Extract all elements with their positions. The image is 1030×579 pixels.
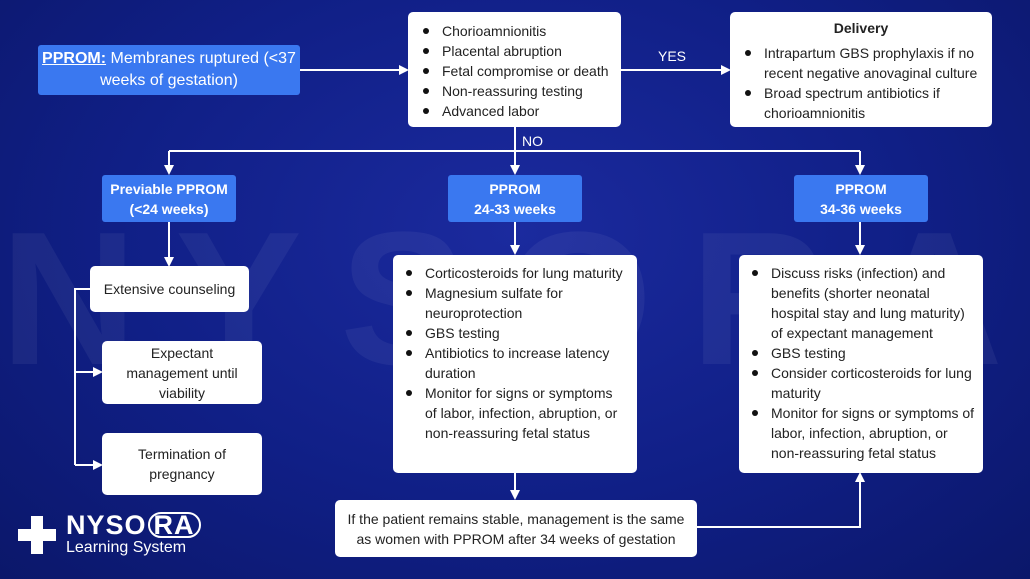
late-management-item: GBS testing	[752, 343, 975, 363]
pprom-box: PPROM: Membranes ruptured (<37 weeks of …	[38, 45, 300, 95]
arrow-stable-to-late-mgmt	[697, 472, 865, 528]
late-pprom-line2: 34-36 weeks	[820, 200, 902, 217]
mid-management-item: Antibiotics to increase latency duration	[406, 343, 627, 383]
delivery-title: Delivery	[833, 20, 889, 36]
mid-pprom-line1: PPROM	[489, 180, 541, 197]
late-management-item: Consider corticosteroids for lung maturi…	[752, 363, 975, 403]
late-management-box: Discuss risks (infection) and benefits (…	[739, 255, 983, 473]
mid-management-item: GBS testing	[406, 323, 627, 343]
delivery-item: Intrapartum GBS prophylaxis if no recent…	[745, 43, 982, 83]
mid-management-item: Corticosteroids for lung maturity	[406, 263, 627, 283]
criteria-item: Non-reassuring testing	[423, 81, 613, 101]
expectant-box: Expectant management until viability	[102, 341, 262, 404]
previable-line2: (<24 weeks)	[129, 200, 209, 217]
mid-management-box: Corticosteroids for lung maturity Magnes…	[393, 255, 637, 473]
mid-pprom-box: PPROM 24-33 weeks	[448, 175, 582, 222]
criteria-item: Placental abruption	[423, 41, 613, 61]
late-pprom-line1: PPROM	[835, 180, 887, 197]
termination-box: Termination of pregnancy	[102, 433, 262, 495]
pprom-text: Membranes ruptured (<37 weeks of gestati…	[100, 50, 296, 89]
late-pprom-box: PPROM 34-36 weeks	[794, 175, 928, 222]
line-counseling-spine	[74, 288, 90, 465]
criteria-item: Advanced labor	[423, 101, 613, 121]
stable-box: If the patient remains stable, managemen…	[335, 500, 697, 557]
logo-subtitle: Learning System	[66, 539, 187, 556]
delivery-item: Broad spectrum antibiotics if chorioamni…	[745, 83, 982, 123]
counseling-box: Extensive counseling	[90, 266, 249, 312]
no-label: NO	[522, 133, 543, 149]
mid-pprom-line2: 24-33 weeks	[474, 200, 556, 217]
previable-box: Previable PPROM (<24 weeks)	[102, 175, 236, 222]
delivery-box: Delivery Intrapartum GBS prophylaxis if …	[730, 12, 992, 127]
plus-cross-icon	[18, 516, 56, 554]
late-management-item: Monitor for signs or symptoms of labor, …	[752, 405, 975, 461]
termination-text: Termination of pregnancy	[138, 446, 226, 482]
criteria-box: Chorioamnionitis Placental abruption Fet…	[408, 12, 621, 127]
mid-management-item: Monitor for signs or symptoms of labor, …	[406, 383, 627, 443]
counseling-text: Extensive counseling	[103, 281, 236, 297]
criteria-item: Chorioamnionitis	[423, 21, 613, 41]
stable-text: If the patient remains stable, managemen…	[347, 510, 685, 547]
previable-line1: Previable PPROM	[110, 180, 228, 197]
pprom-title: PPROM:	[42, 50, 107, 67]
mid-management-item: Magnesium sulfate for neuroprotection	[406, 283, 627, 323]
late-management-item: Discuss risks (infection) and benefits (…	[752, 263, 975, 343]
yes-label: YES	[658, 48, 687, 64]
criteria-item: Fetal compromise or death	[423, 61, 613, 81]
expectant-text: Expectant management until viability	[126, 344, 238, 401]
